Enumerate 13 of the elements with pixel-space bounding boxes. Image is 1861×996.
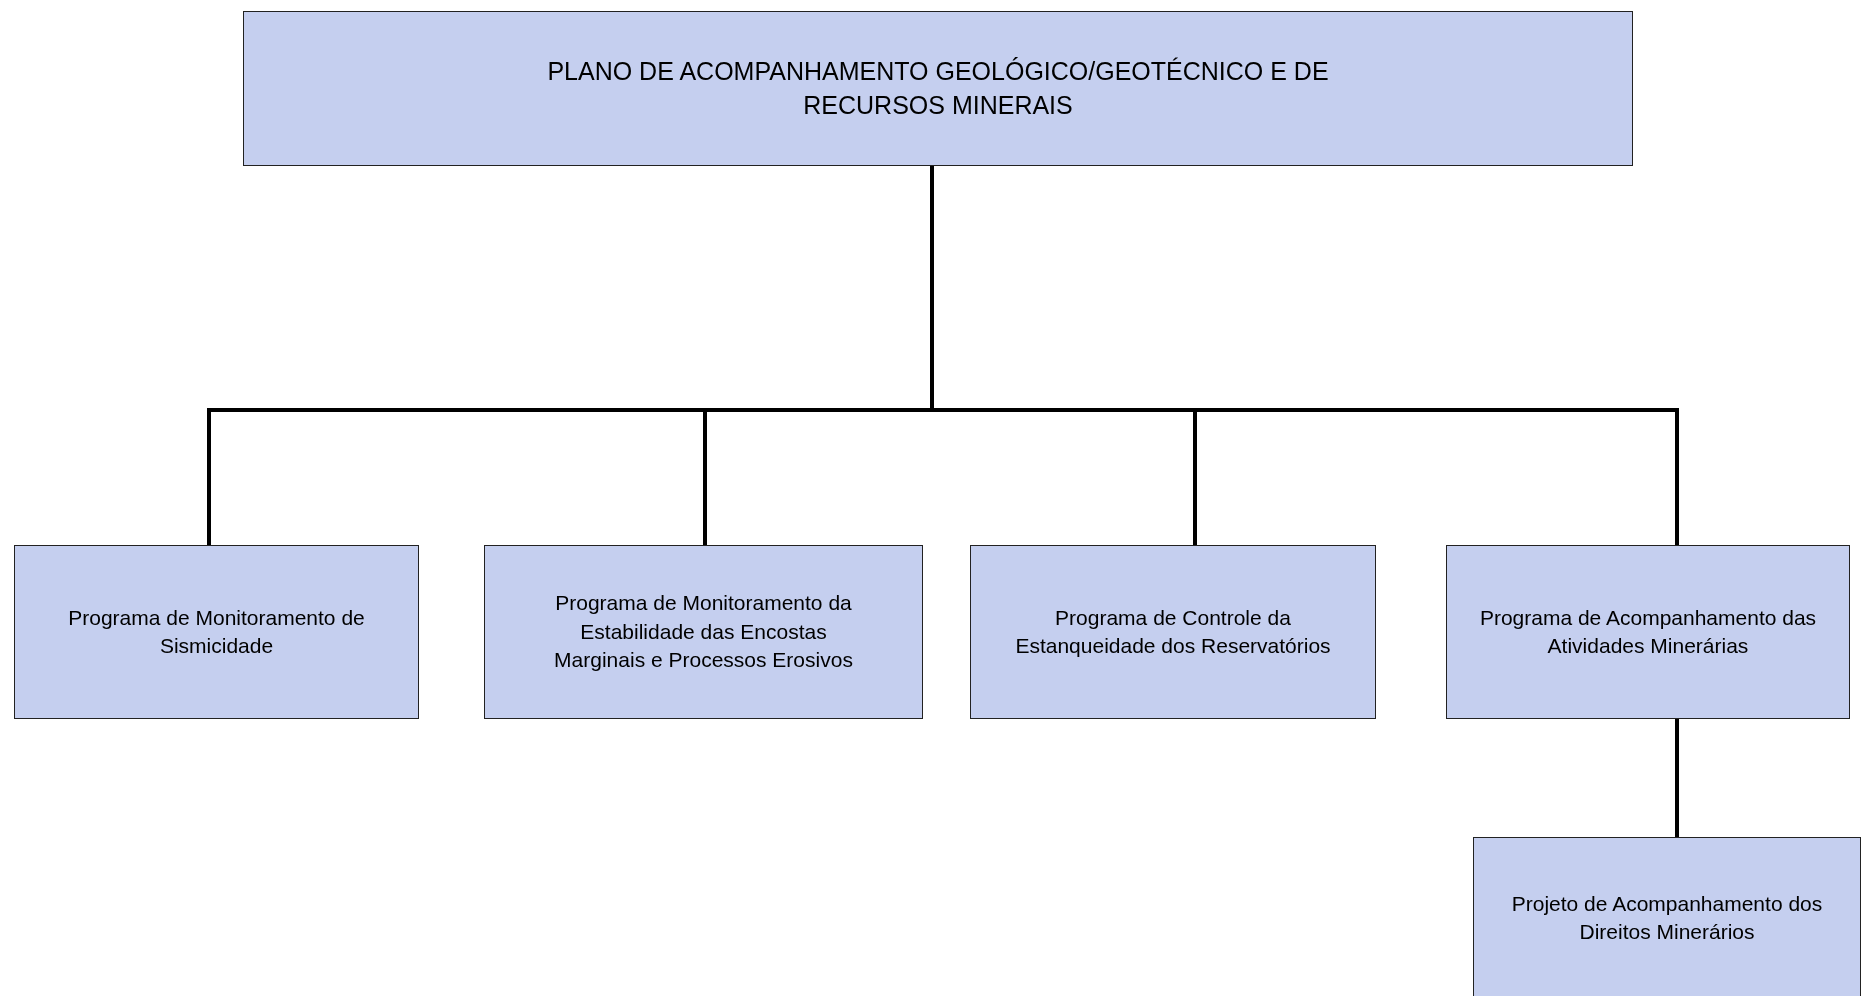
program-box bbox=[1446, 545, 1850, 719]
program-box bbox=[484, 545, 923, 719]
box-label: Programa de Controle da Estanqueidade dos Reservatórios bbox=[1014, 604, 1332, 659]
box-label: Programa de Monitoramento da Estabilidade das Encostas Marginais e Processos Erosivos bbox=[553, 590, 854, 674]
program-box bbox=[970, 545, 1376, 719]
program-box bbox=[14, 545, 419, 719]
box-label: Programa de Acompanhamento das Atividades Minerárias bbox=[1478, 604, 1818, 659]
program-box bbox=[1473, 837, 1861, 996]
box-label: Programa de Monitoramento de Sismicidade bbox=[67, 604, 366, 659]
connector-line bbox=[1675, 719, 1679, 837]
plan-box bbox=[243, 11, 1633, 166]
box-label: Projeto de Acompanhamento dos Direitos Minerários bbox=[1510, 890, 1824, 945]
box-label: PLANO DE ACOMPANHAMENTO GEOLÓGICO/GEOTÉCNICO E DE RECURSOS MINERAIS bbox=[546, 55, 1330, 121]
